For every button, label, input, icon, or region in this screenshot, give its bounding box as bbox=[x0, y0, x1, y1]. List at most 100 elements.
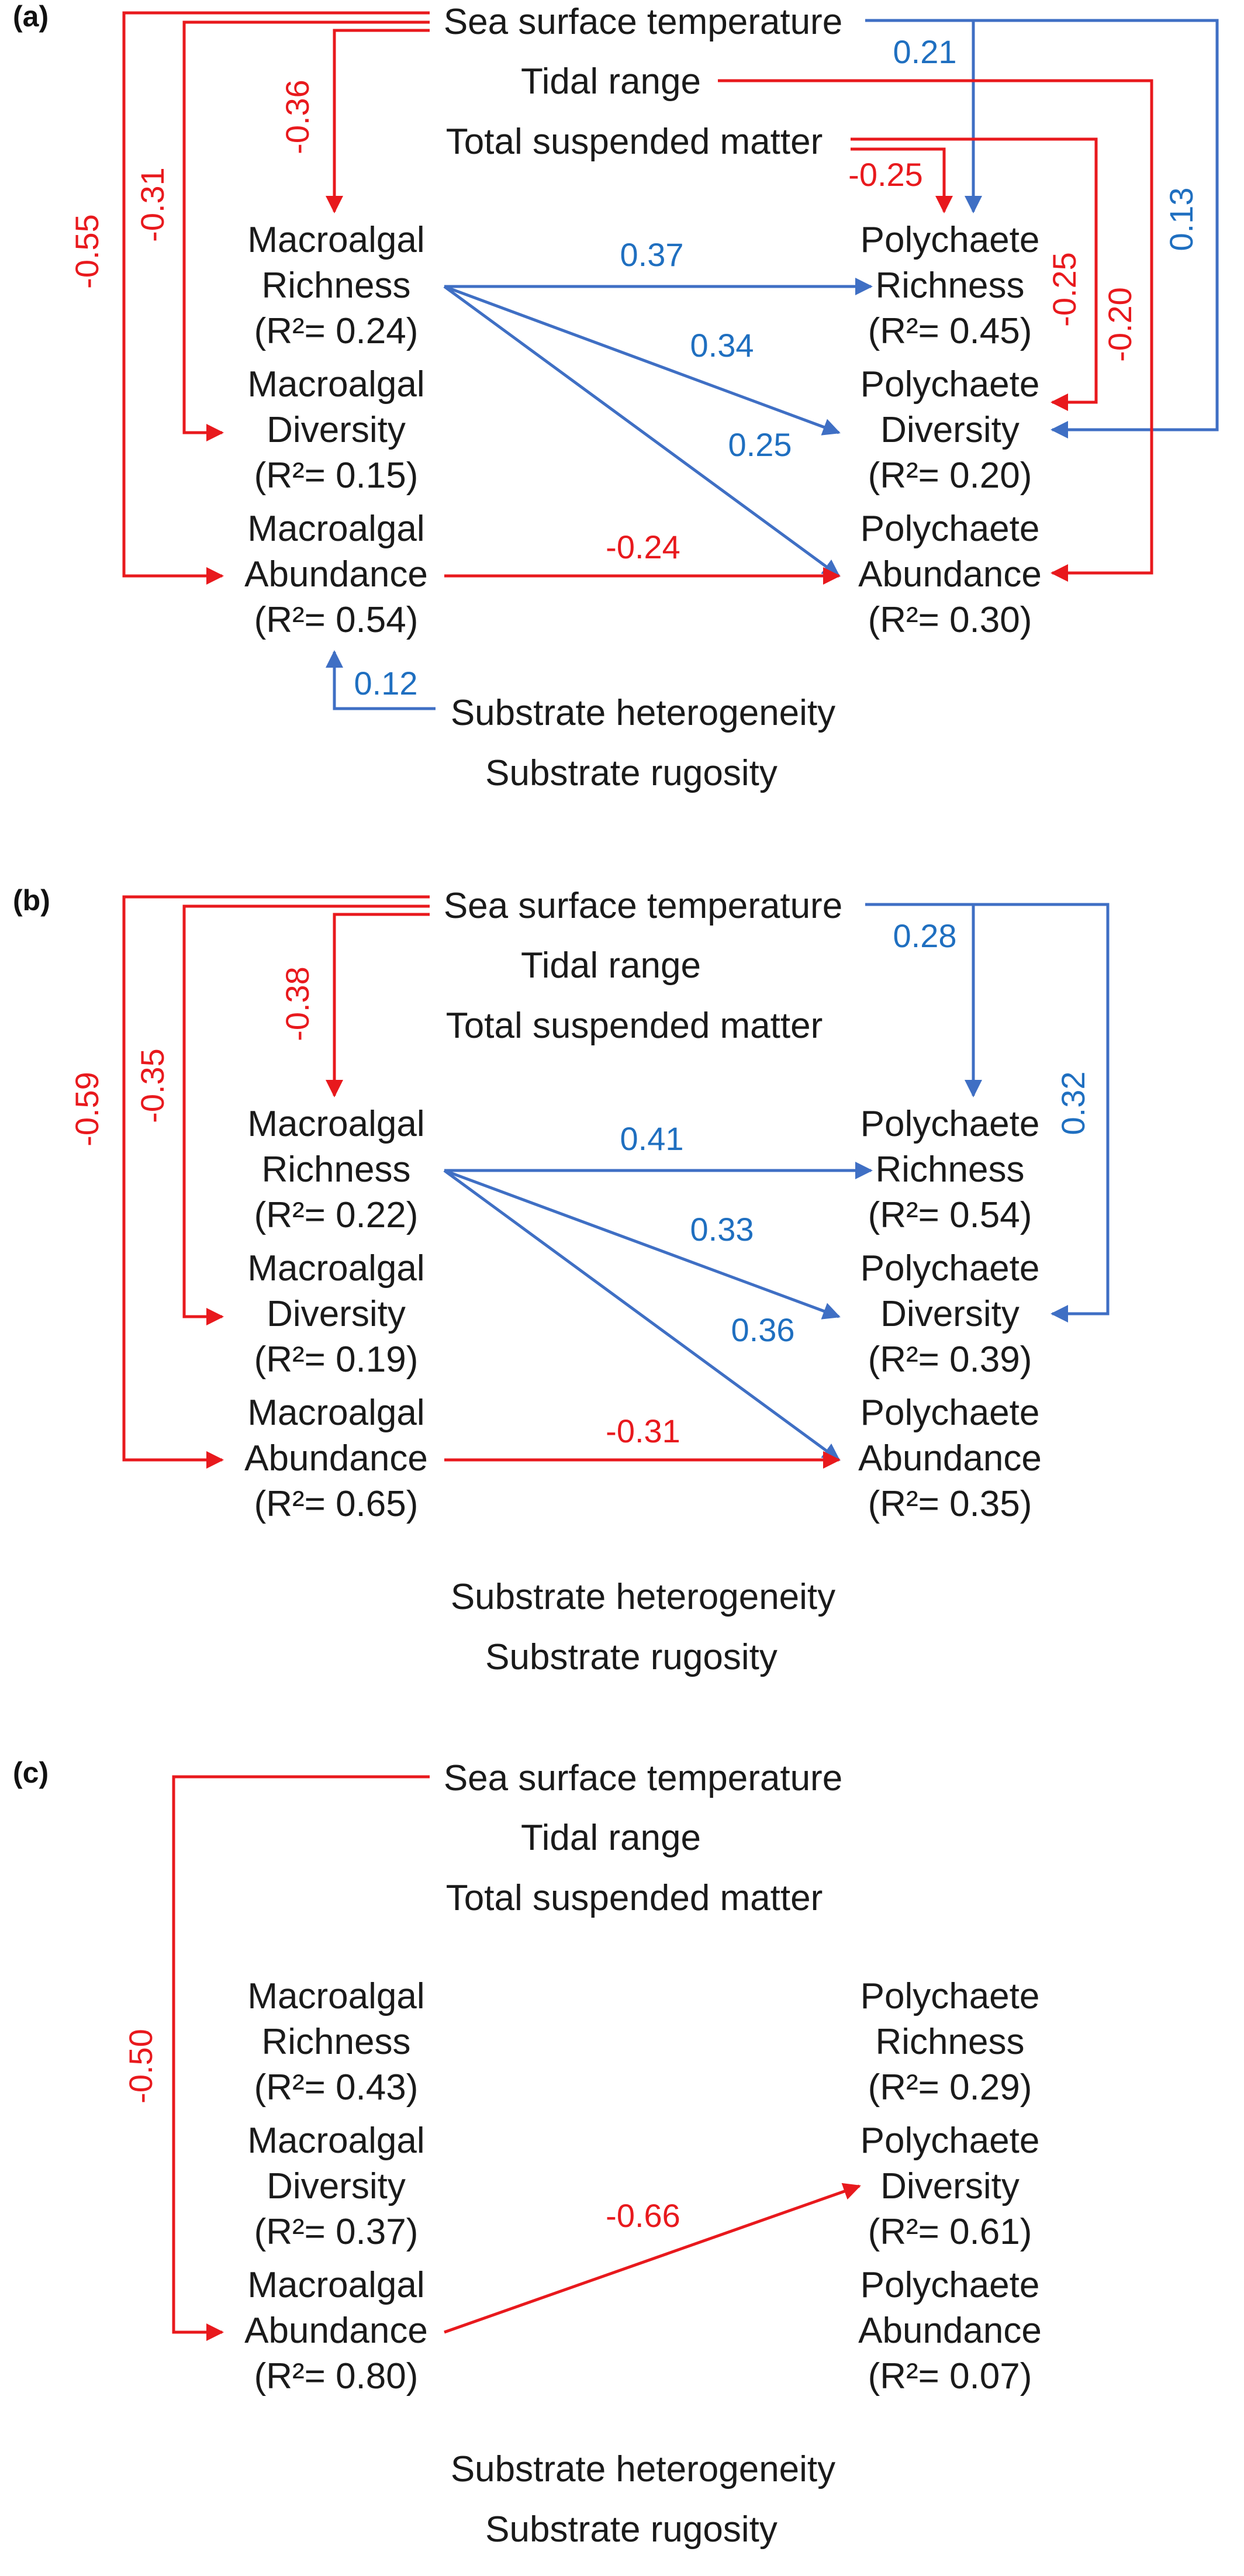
node-polychaete-abundance: Abundance bbox=[858, 2311, 1042, 2351]
node-macroalgal-diversity: Diversity bbox=[267, 410, 406, 450]
r-squared: (R²= 0.24) bbox=[254, 311, 419, 351]
r-squared: (R²= 0.61) bbox=[868, 2212, 1032, 2252]
path-coefficient: 0.37 bbox=[620, 236, 684, 273]
r-squared: (R²= 0.54) bbox=[254, 600, 419, 640]
node-macroalgal-richness: Richness bbox=[262, 1149, 411, 1190]
node-macroalgal-diversity: Diversity bbox=[267, 1294, 406, 1334]
node-total-suspended-matter: Total suspended matter bbox=[446, 122, 823, 162]
node-polychaete-abundance: Abundance bbox=[858, 554, 1042, 595]
path-coefficient: 0.25 bbox=[728, 426, 792, 463]
node-polychaete-abundance: Polychaete bbox=[861, 2265, 1040, 2305]
node-macroalgal-abundance: Macroalgal bbox=[247, 2265, 424, 2305]
node-polychaete-richness: Polychaete bbox=[861, 1104, 1040, 1144]
edge-het-macro-abundance bbox=[326, 650, 436, 710]
path-coefficient: -0.24 bbox=[606, 529, 680, 565]
node-substrate-rugosity: Substrate rugosity bbox=[485, 1637, 778, 1677]
node-polychaete-diversity: Diversity bbox=[880, 2166, 1020, 2206]
path-coefficient: -0.66 bbox=[606, 2197, 680, 2234]
node-macroalgal-abundance: Macroalgal bbox=[247, 1393, 424, 1433]
r-squared: (R²= 0.43) bbox=[254, 2067, 419, 2108]
node-macroalgal-diversity: Macroalgal bbox=[247, 1248, 424, 1289]
edge-sst-macro-richness bbox=[326, 913, 430, 1097]
node-sea-surface-temperature: Sea surface temperature bbox=[444, 1758, 842, 1798]
node-substrate-rugosity: Substrate rugosity bbox=[485, 2509, 778, 2550]
r-squared: (R²= 0.29) bbox=[868, 2067, 1032, 2108]
node-substrate-heterogeneity: Substrate heterogeneity bbox=[451, 2449, 835, 2489]
node-substrate-rugosity: Substrate rugosity bbox=[485, 753, 778, 793]
path-coefficient: -0.59 bbox=[68, 1072, 105, 1147]
node-macroalgal-diversity: Diversity bbox=[267, 2166, 406, 2206]
path-coefficient: -0.50 bbox=[122, 2029, 159, 2104]
node-sea-surface-temperature: Sea surface temperature bbox=[444, 2, 842, 42]
r-squared: (R²= 0.15) bbox=[254, 455, 419, 496]
node-tidal-range: Tidal range bbox=[521, 61, 701, 102]
node-macroalgal-richness: Macroalgal bbox=[247, 220, 424, 260]
path-coefficient: -0.20 bbox=[1101, 287, 1138, 362]
node-macroalgal-richness: Macroalgal bbox=[247, 1104, 424, 1144]
path-coefficient: 0.33 bbox=[690, 1211, 754, 1248]
edge-sst-macro-diversity bbox=[182, 904, 430, 1325]
node-tidal-range: Tidal range bbox=[521, 945, 701, 986]
path-coefficient: 0.36 bbox=[731, 1311, 795, 1348]
node-polychaete-abundance: Polychaete bbox=[861, 509, 1040, 549]
r-squared: (R²= 0.22) bbox=[254, 1195, 419, 1235]
node-polychaete-abundance: Polychaete bbox=[861, 1393, 1040, 1433]
node-total-suspended-matter: Total suspended matter bbox=[446, 1006, 823, 1046]
node-polychaete-richness: Polychaete bbox=[861, 1976, 1040, 2016]
edge-sst-macro-abundance bbox=[172, 1775, 430, 2341]
path-coefficient: 0.32 bbox=[1055, 1072, 1091, 1135]
node-macroalgal-abundance: Abundance bbox=[244, 2311, 428, 2351]
edge-sst-macro-abundance bbox=[122, 11, 430, 585]
node-polychaete-richness: Richness bbox=[876, 2022, 1025, 2062]
edge-sst-poly-diversity bbox=[865, 903, 1110, 1322]
node-macroalgal-abundance: Macroalgal bbox=[247, 509, 424, 549]
node-substrate-heterogeneity: Substrate heterogeneity bbox=[451, 693, 835, 733]
edge-ma-pd bbox=[444, 2183, 861, 2334]
node-macroalgal-richness: Richness bbox=[262, 2022, 411, 2062]
edge-sst-macro-richness bbox=[326, 29, 430, 213]
path-coefficient: -0.55 bbox=[68, 214, 105, 289]
node-polychaete-abundance: Abundance bbox=[858, 1438, 1042, 1479]
r-squared: (R²= 0.39) bbox=[868, 1339, 1032, 1380]
path-coefficient: -0.25 bbox=[848, 156, 923, 193]
edge-mr-pa bbox=[443, 1169, 841, 1462]
path-coefficient: -0.38 bbox=[279, 966, 316, 1041]
path-coefficient: 0.41 bbox=[620, 1120, 684, 1157]
node-polychaete-diversity: Polychaete bbox=[861, 2121, 1040, 2161]
r-squared: (R²= 0.35) bbox=[868, 1484, 1032, 1524]
path-coefficient: -0.25 bbox=[1046, 252, 1083, 327]
edge-sst-poly-diversity bbox=[865, 19, 1219, 438]
path-coefficient: -0.35 bbox=[134, 1048, 171, 1123]
edge-mr-pd bbox=[444, 1169, 841, 1320]
r-squared: (R²= 0.65) bbox=[254, 1484, 419, 1524]
r-squared: (R²= 0.80) bbox=[254, 2356, 419, 2397]
panel-label: (b) bbox=[13, 884, 50, 917]
edge-tsm-poly-diversity bbox=[851, 137, 1098, 411]
path-coefficient: 0.12 bbox=[354, 665, 418, 702]
panel-label: (a) bbox=[13, 0, 49, 33]
node-macroalgal-abundance: Abundance bbox=[244, 554, 428, 595]
edge-mr-pa bbox=[443, 285, 841, 578]
node-macroalgal-diversity: Macroalgal bbox=[247, 2121, 424, 2161]
node-macroalgal-richness: Macroalgal bbox=[247, 1976, 424, 2016]
path-coefficient: 0.28 bbox=[893, 917, 957, 954]
r-squared: (R²= 0.07) bbox=[868, 2356, 1032, 2397]
edge-tidal-poly-abundance bbox=[718, 79, 1153, 582]
edge-sst-macro-abundance bbox=[122, 895, 430, 1469]
path-coefficient: -0.36 bbox=[279, 80, 316, 154]
node-macroalgal-abundance: Abundance bbox=[244, 1438, 428, 1479]
edge-sst-macro-diversity bbox=[182, 20, 430, 441]
node-sea-surface-temperature: Sea surface temperature bbox=[444, 886, 842, 926]
node-polychaete-richness: Richness bbox=[876, 1149, 1025, 1190]
node-polychaete-richness: Richness bbox=[876, 265, 1025, 306]
node-polychaete-diversity: Diversity bbox=[880, 1294, 1020, 1334]
r-squared: (R²= 0.37) bbox=[254, 2212, 419, 2252]
path-coefficient: -0.31 bbox=[606, 1413, 680, 1449]
edge-mr-pd bbox=[444, 285, 841, 436]
node-macroalgal-richness: Richness bbox=[262, 265, 411, 306]
r-squared: (R²= 0.54) bbox=[868, 1195, 1032, 1235]
path-coefficient: 0.13 bbox=[1163, 188, 1200, 251]
node-polychaete-diversity: Polychaete bbox=[861, 1248, 1040, 1289]
node-substrate-heterogeneity: Substrate heterogeneity bbox=[451, 1577, 835, 1617]
